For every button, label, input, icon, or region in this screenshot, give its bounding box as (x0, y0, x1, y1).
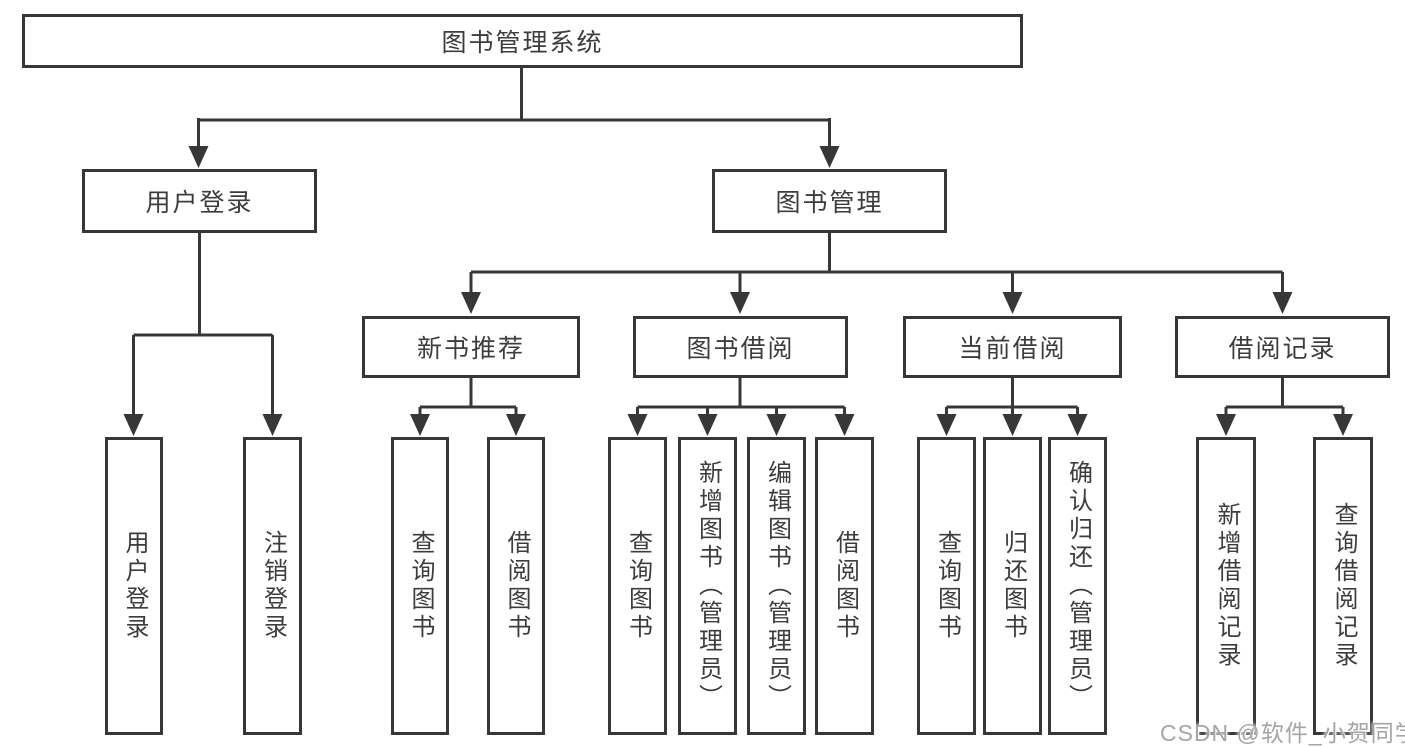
arrow-down-icon (730, 292, 750, 314)
node-new-book-recommend: 新书推荐 (362, 316, 580, 378)
leaf-query-borrow-record: 查询借阅记录 (1313, 437, 1373, 735)
node-current-borrow: 当前借阅 (903, 316, 1122, 378)
node-label: 借阅图书 (831, 530, 859, 642)
leaf-edit-book-admin: 编辑图书（管理员） (747, 437, 806, 735)
node-label: 确认归还（管理员） (1064, 460, 1092, 712)
arrow-down-icon (1216, 414, 1236, 436)
arrow-down-icon (1272, 292, 1293, 314)
arrow-down-icon (1002, 292, 1023, 314)
leaf-user-login: 用户登录 (105, 437, 163, 735)
arrow-down-icon (262, 414, 283, 436)
connector-root-to-level2 (188, 68, 840, 168)
node-label: 查询借阅记录 (1330, 502, 1357, 670)
leaf-query-books-recommend: 查询图书 (391, 437, 449, 735)
arrow-down-icon (1333, 414, 1353, 436)
node-label: 查询图书 (933, 530, 961, 642)
node-label: 借阅记录 (1228, 335, 1337, 363)
arrow-down-icon (834, 414, 855, 436)
leaf-query-books-current: 查询图书 (917, 437, 976, 735)
node-book-borrow: 图书借阅 (633, 316, 848, 378)
leaf-borrow-books-recommend: 借阅图书 (487, 437, 545, 735)
node-book-management: 图书管理 (712, 169, 947, 233)
arrow-down-icon (188, 146, 209, 168)
node-label: 图书管理系统 (441, 29, 604, 57)
node-library-system: 图书管理系统 (22, 14, 1023, 68)
node-label: 图书借阅 (686, 335, 795, 363)
connector-current-borrow-children (936, 378, 1088, 436)
arrow-down-icon (1067, 414, 1088, 436)
leaf-confirm-return-admin: 确认归还（管理员） (1048, 437, 1107, 735)
node-label: 新增借阅记录 (1213, 502, 1240, 670)
node-borrow-records: 借阅记录 (1175, 316, 1390, 378)
node-label: 新书推荐 (416, 335, 525, 363)
arrow-down-icon (1002, 414, 1023, 436)
arrow-down-icon (627, 414, 648, 436)
arrow-down-icon (936, 414, 957, 436)
arrow-down-icon (506, 414, 526, 436)
node-label: 注销登录 (259, 530, 287, 642)
leaf-borrow-books-borrow: 借阅图书 (815, 437, 874, 735)
arrow-down-icon (766, 414, 787, 436)
node-label: 当前借阅 (958, 335, 1067, 363)
watermark: CSDN @软件_小贺同学 (1160, 720, 1405, 746)
node-label: 图书管理 (775, 189, 884, 217)
leaf-add-borrow-record: 新增借阅记录 (1196, 437, 1256, 735)
arrow-down-icon (123, 414, 144, 436)
leaf-query-books-borrow: 查询图书 (608, 437, 667, 735)
node-label: 编辑图书（管理员） (763, 460, 791, 712)
node-label: 用户登录 (121, 530, 148, 642)
node-label: 用户登录 (145, 189, 254, 217)
node-label: 查询图书 (407, 530, 434, 642)
arrow-down-icon (819, 146, 840, 168)
leaf-return-books: 归还图书 (983, 437, 1042, 735)
node-user-login: 用户登录 (82, 169, 317, 233)
arrow-down-icon (410, 414, 430, 436)
connector-new-book-children (410, 378, 526, 436)
connector-user-login-children (123, 233, 283, 436)
connector-book-management-children (461, 233, 1293, 314)
arrow-down-icon (697, 414, 718, 436)
leaf-add-book-admin: 新增图书（管理员） (678, 437, 737, 735)
connector-book-borrow-children (627, 378, 855, 436)
node-label: 归还图书 (999, 530, 1027, 642)
arrow-down-icon (461, 292, 481, 314)
node-label: 新增图书（管理员） (694, 460, 722, 712)
leaf-logout: 注销登录 (243, 437, 302, 735)
connector-borrow-records-children (1216, 378, 1353, 436)
node-label: 借阅图书 (503, 530, 530, 642)
node-label: 查询图书 (624, 530, 652, 642)
